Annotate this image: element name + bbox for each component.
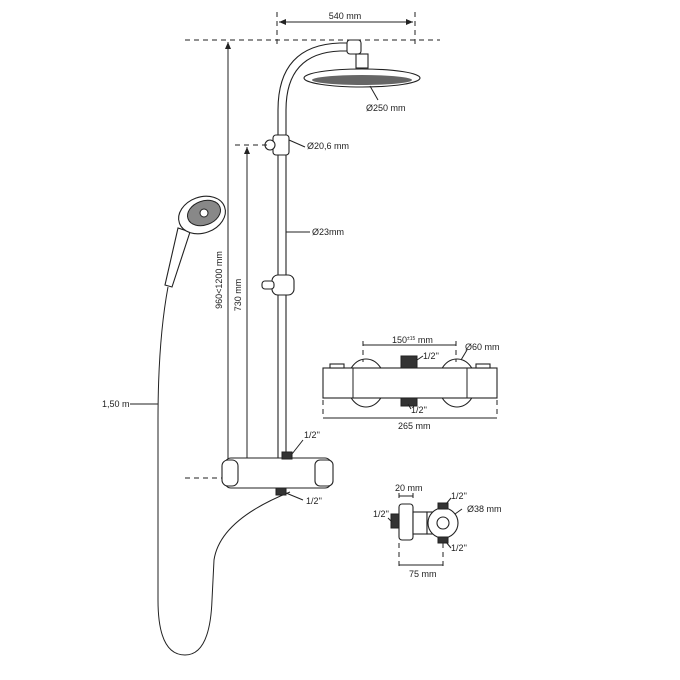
- slider: [271, 274, 295, 296]
- hand-shower: 1,50 m: [102, 195, 291, 656]
- bottom-thread-label: 1/2'': [411, 405, 427, 415]
- side-top-thread-label: 1/2'': [451, 491, 467, 501]
- arm-width-dimension: 540 mm: [185, 11, 440, 48]
- arm-width-label: 540 mm: [329, 11, 362, 21]
- side-bottom-thread-label: 1/2'': [451, 543, 467, 553]
- centers-label: 150±15 mm: [392, 335, 433, 345]
- knob-diameter-label: Ø60 mm: [465, 342, 500, 352]
- head-diameter-label: Ø250 mm: [366, 103, 406, 113]
- bracket-height-label: 730 mm: [233, 279, 243, 312]
- side-knob-diameter-label: Ø38 mm: [467, 504, 502, 514]
- tube-diameter-label: Ø23mm: [312, 227, 344, 237]
- left-thread-label: 1/2'': [373, 509, 389, 519]
- thermostat-side-view: 20 mm 1/2'' 1/2'' Ø38 mm 1/2'' 75 mm: [373, 483, 502, 579]
- thermostat-front-view: 150±15 mm 1/2'' Ø60 mm 1/2'' 265 mm: [322, 335, 500, 431]
- offset-label: 75 mm: [409, 569, 437, 579]
- top-thread-label: 1/2'': [423, 351, 439, 361]
- mixer-inlet-label: 1/2'': [304, 430, 320, 440]
- shower-rail: Ø250 mm Ø20,6 mm Ø23mm: [261, 39, 421, 466]
- head-joint: [346, 39, 362, 55]
- depth-label: 20 mm: [395, 483, 423, 493]
- height-dimensions: 960<1200 mm 730 mm: [185, 42, 268, 479]
- bracket-diameter-label: Ø20,6 mm: [307, 141, 349, 151]
- total-height-label: 960<1200 mm: [214, 251, 224, 309]
- rail-mixer: 1/2'' 1/2'': [221, 430, 334, 506]
- hose-length-label: 1,50 m: [102, 399, 130, 409]
- head-connector: [355, 53, 369, 69]
- mixer-outlet-label: 1/2'': [306, 496, 322, 506]
- width-label: 265 mm: [398, 421, 431, 431]
